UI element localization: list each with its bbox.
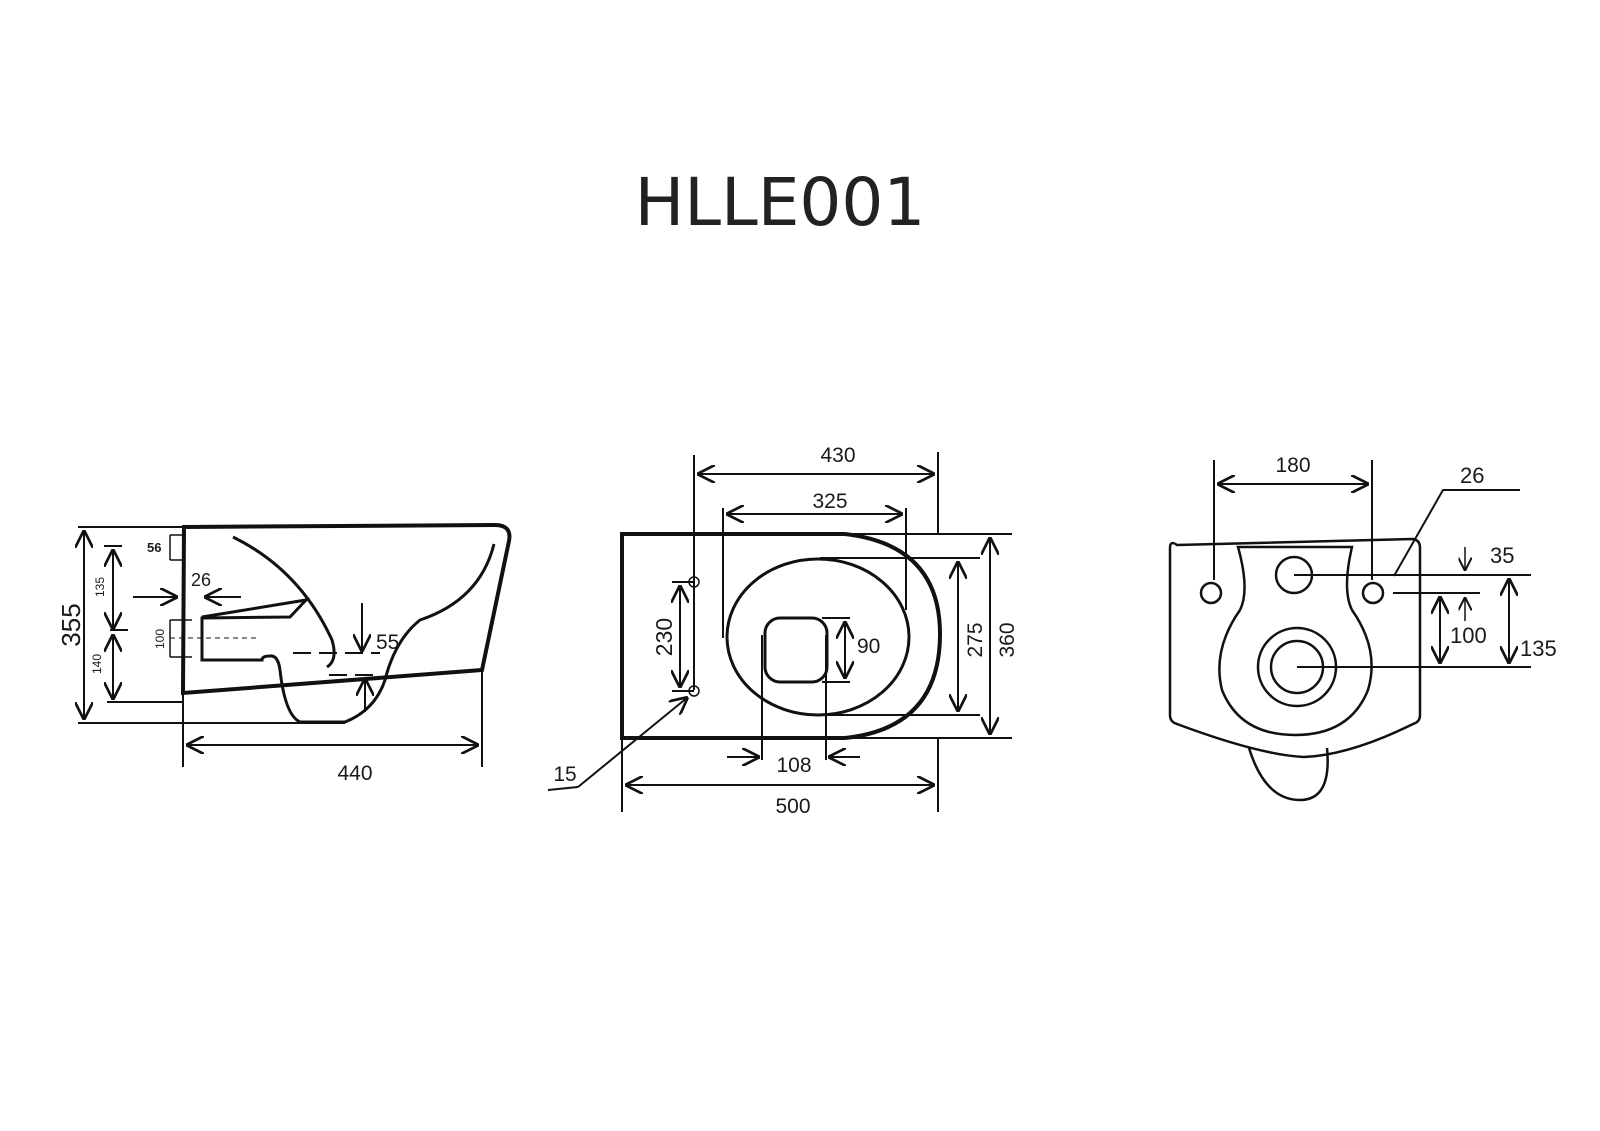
dim-35: 35 <box>1490 543 1514 568</box>
dim-355: 355 <box>56 603 86 646</box>
dim-360: 360 <box>996 622 1019 657</box>
model-title: HLLE001 <box>635 164 926 241</box>
top-view: 430 325 230 90 275 360 108 500 15 <box>547 444 1019 818</box>
side-view: 355 56 135 140 100 26 55 440 <box>56 522 512 785</box>
dim-26: 26 <box>191 570 211 590</box>
dim-100: 100 <box>153 629 167 649</box>
dim-56: 56 <box>147 540 161 555</box>
dim-108: 108 <box>776 754 811 777</box>
dim-140: 140 <box>90 654 104 674</box>
dim-325: 325 <box>812 490 847 513</box>
dim-430: 430 <box>820 444 855 467</box>
dim-500: 500 <box>775 795 810 818</box>
rear-view: 180 26 35 100 135 <box>1168 454 1557 802</box>
dim-26-bolt: 26 <box>1460 463 1484 488</box>
dim-135-rear: 135 <box>1520 636 1557 661</box>
dim-90: 90 <box>857 635 880 658</box>
dim-230: 230 <box>651 618 677 656</box>
dim-440: 440 <box>337 762 372 785</box>
dim-180: 180 <box>1275 454 1310 477</box>
dim-55: 55 <box>376 631 399 654</box>
dim-135: 135 <box>93 577 107 597</box>
dim-100-rear: 100 <box>1450 623 1487 648</box>
dim-275: 275 <box>964 622 987 657</box>
dim-15: 15 <box>553 763 576 786</box>
